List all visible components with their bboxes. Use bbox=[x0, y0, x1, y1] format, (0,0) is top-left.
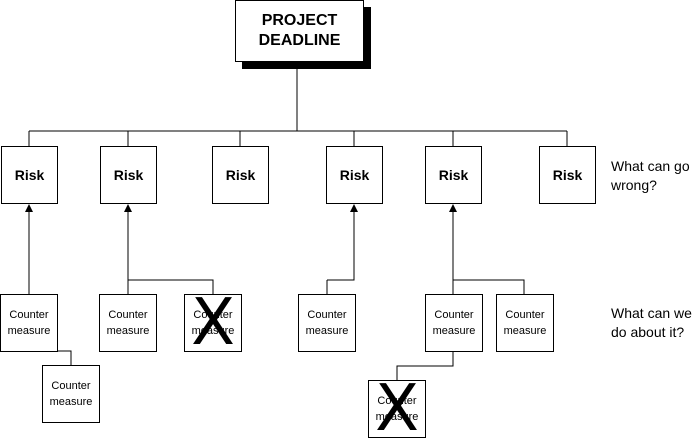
countermeasure-box-4-rejected: Counter measure X bbox=[184, 286, 242, 360]
project-deadline-box: PROJECT DEADLINE bbox=[235, 0, 364, 62]
arrow-risk-4 bbox=[327, 204, 358, 281]
countermeasure-box-7: Counter measure bbox=[496, 294, 554, 352]
link-cm-1-to-cm-2 bbox=[57, 350, 72, 365]
countermeasure-box-5: Counter measure bbox=[298, 294, 356, 352]
risk-box-4: Risk bbox=[326, 146, 383, 204]
countermeasure-box-2: Counter measure bbox=[42, 365, 100, 423]
link-cm-6-to-cm-8 bbox=[396, 351, 454, 380]
countermeasure-label: Counter measure bbox=[503, 309, 547, 337]
risk-label: Risk bbox=[552, 167, 583, 183]
link-risk-2-to-cm-4 bbox=[128, 279, 214, 294]
countermeasure-box-8-rejected: Counter measure X bbox=[368, 372, 426, 446]
rejected-x-mark: X bbox=[191, 286, 235, 360]
link-risk-5-to-cm-7 bbox=[453, 279, 525, 294]
rejected-x-mark: X bbox=[375, 372, 419, 446]
risk-box-5: Risk bbox=[425, 146, 482, 204]
countermeasure-label: Counter measure bbox=[106, 309, 150, 337]
risk-label: Risk bbox=[339, 167, 370, 183]
risk-label: Risk bbox=[438, 167, 469, 183]
countermeasure-box-3: Counter measure bbox=[99, 294, 157, 352]
risk-box-2: Risk bbox=[100, 146, 157, 204]
countermeasure-label: Counter measure bbox=[191, 309, 235, 337]
risk-label: Risk bbox=[113, 167, 144, 183]
side-label-countermeasures: What can we do about it? bbox=[611, 305, 692, 340]
countermeasure-box-1: Counter measure bbox=[0, 294, 58, 352]
countermeasure-label: Counter measure bbox=[375, 395, 419, 423]
risk-box-1: Risk bbox=[1, 146, 58, 204]
countermeasure-label: Counter measure bbox=[49, 380, 93, 408]
countermeasure-label: Counter measure bbox=[7, 309, 51, 337]
risk-label: Risk bbox=[14, 167, 45, 183]
countermeasure-label: Counter measure bbox=[432, 309, 476, 337]
side-label-risks: What can go wrong? bbox=[611, 158, 690, 193]
risk-box-3: Risk bbox=[212, 146, 269, 204]
project-deadline-title: PROJECT DEADLINE bbox=[258, 12, 341, 49]
risk-box-6: Risk bbox=[539, 146, 596, 204]
countermeasure-box-6: Counter measure bbox=[425, 294, 483, 352]
countermeasure-label: Counter measure bbox=[305, 309, 349, 337]
risk-label: Risk bbox=[225, 167, 256, 183]
